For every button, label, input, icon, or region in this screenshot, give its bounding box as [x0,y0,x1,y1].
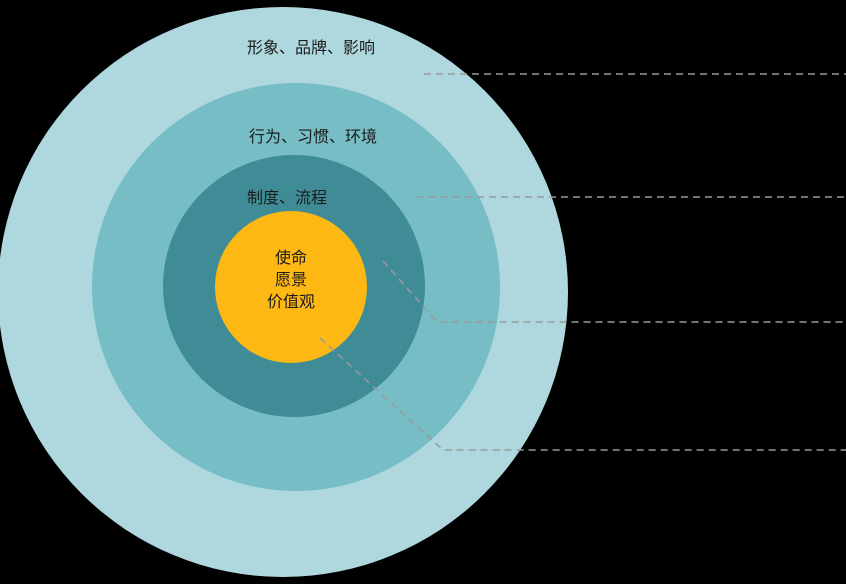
core-mission-vision-values [215,211,367,363]
leader-line-core [319,337,846,451]
label-ring-system-process: 制度、流程 [247,188,327,207]
label-ring-image-brand-influence: 形象、品牌、影响 [247,38,375,57]
label-core-mission: 使命 [275,248,307,267]
label-core-vision: 愿景 [275,270,307,289]
label-ring-behavior-habit-environment: 行为、习惯、环境 [249,127,377,146]
label-core-values: 价值观 [267,292,315,311]
leader-line-third-ring [382,260,846,323]
label-core-group: 使命 愿景 价值观 [267,248,315,311]
